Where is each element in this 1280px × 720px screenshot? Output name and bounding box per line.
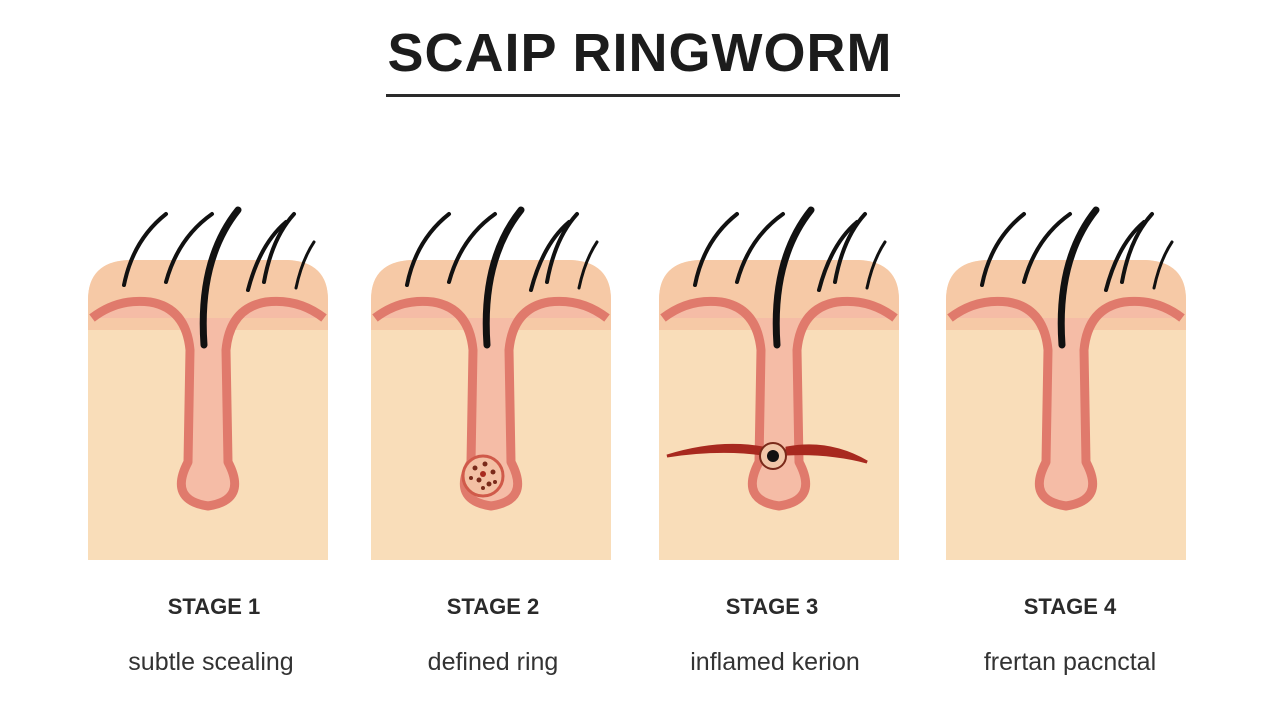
stage-3-description: inflamed kerion bbox=[690, 648, 860, 676]
stage-3-label: STAGE 3 bbox=[725, 594, 819, 619]
follicle bbox=[660, 296, 898, 511]
hair-strands bbox=[980, 206, 1174, 349]
follicle bbox=[89, 296, 327, 511]
hair-strands bbox=[405, 206, 599, 349]
stage-1-illustration bbox=[88, 200, 328, 565]
stage-2-description: defined ring bbox=[427, 648, 559, 676]
hair-strands bbox=[693, 206, 887, 349]
stage-1-description: subtle scealing bbox=[128, 648, 294, 676]
spotted-bulb-lesion bbox=[461, 454, 505, 498]
stage-2-illustration bbox=[371, 200, 611, 565]
stage-4-description: frertan pacnctal bbox=[983, 648, 1157, 676]
stage-3-illustration bbox=[659, 200, 899, 565]
hair-strands bbox=[122, 206, 316, 349]
stage-2-label: STAGE 2 bbox=[446, 594, 540, 619]
stage-1-label: STAGE 1 bbox=[167, 594, 261, 619]
stage-4-label: STAGE 4 bbox=[1023, 594, 1117, 619]
title-underline bbox=[386, 94, 900, 97]
stage-4-illustration bbox=[946, 200, 1186, 565]
diagram-title: SCAIP RINGWORM bbox=[387, 23, 893, 83]
kerion-lesion bbox=[666, 442, 868, 470]
follicle bbox=[947, 296, 1185, 511]
follicle bbox=[372, 296, 610, 511]
